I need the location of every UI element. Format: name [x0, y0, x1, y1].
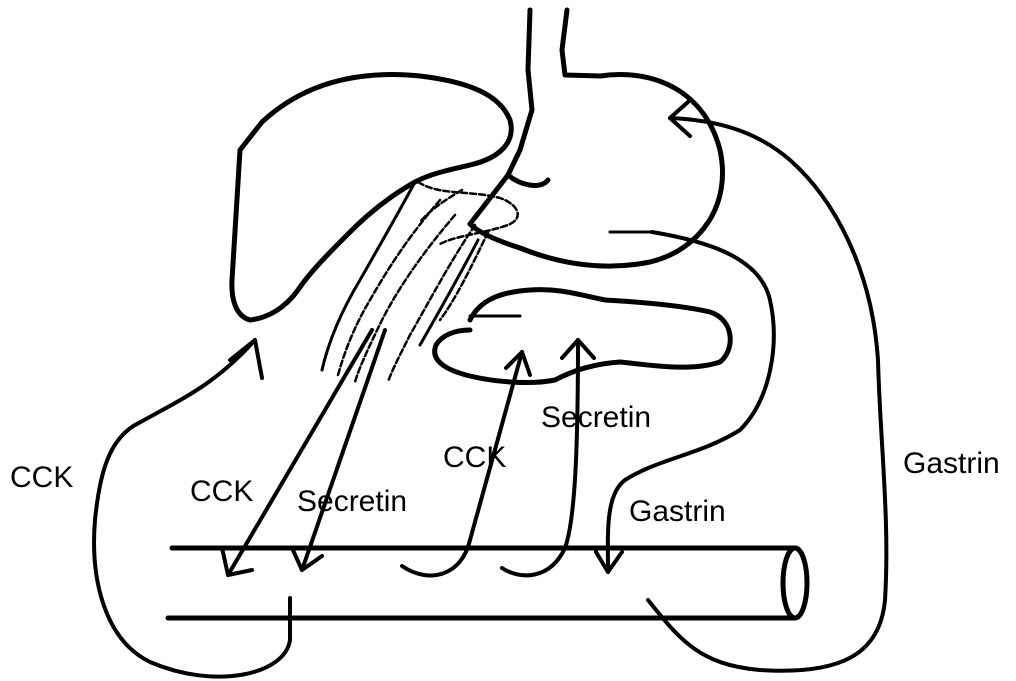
- cck-left-label: CCK: [10, 463, 73, 493]
- gastrin-right-label: Gastrin: [903, 449, 1000, 479]
- pancreas: [435, 290, 731, 383]
- secretin-upper-label: Secretin: [541, 403, 651, 433]
- gallbladder: [322, 182, 478, 370]
- cck-left-pathway: [94, 340, 290, 677]
- cck-mid-arrow: [222, 330, 372, 575]
- gastrin-mid-label: Gastrin: [629, 497, 726, 527]
- cck-mid-label: CCK: [190, 477, 253, 507]
- esophagus: [508, 10, 600, 175]
- intestine-tube: [168, 548, 807, 618]
- secretin-mid-arrow: [292, 330, 385, 570]
- liver: [232, 75, 511, 320]
- bile-ducts: [338, 182, 518, 382]
- cck-center-label: CCK: [443, 443, 506, 473]
- secretin-mid-label: Secretin: [297, 487, 407, 517]
